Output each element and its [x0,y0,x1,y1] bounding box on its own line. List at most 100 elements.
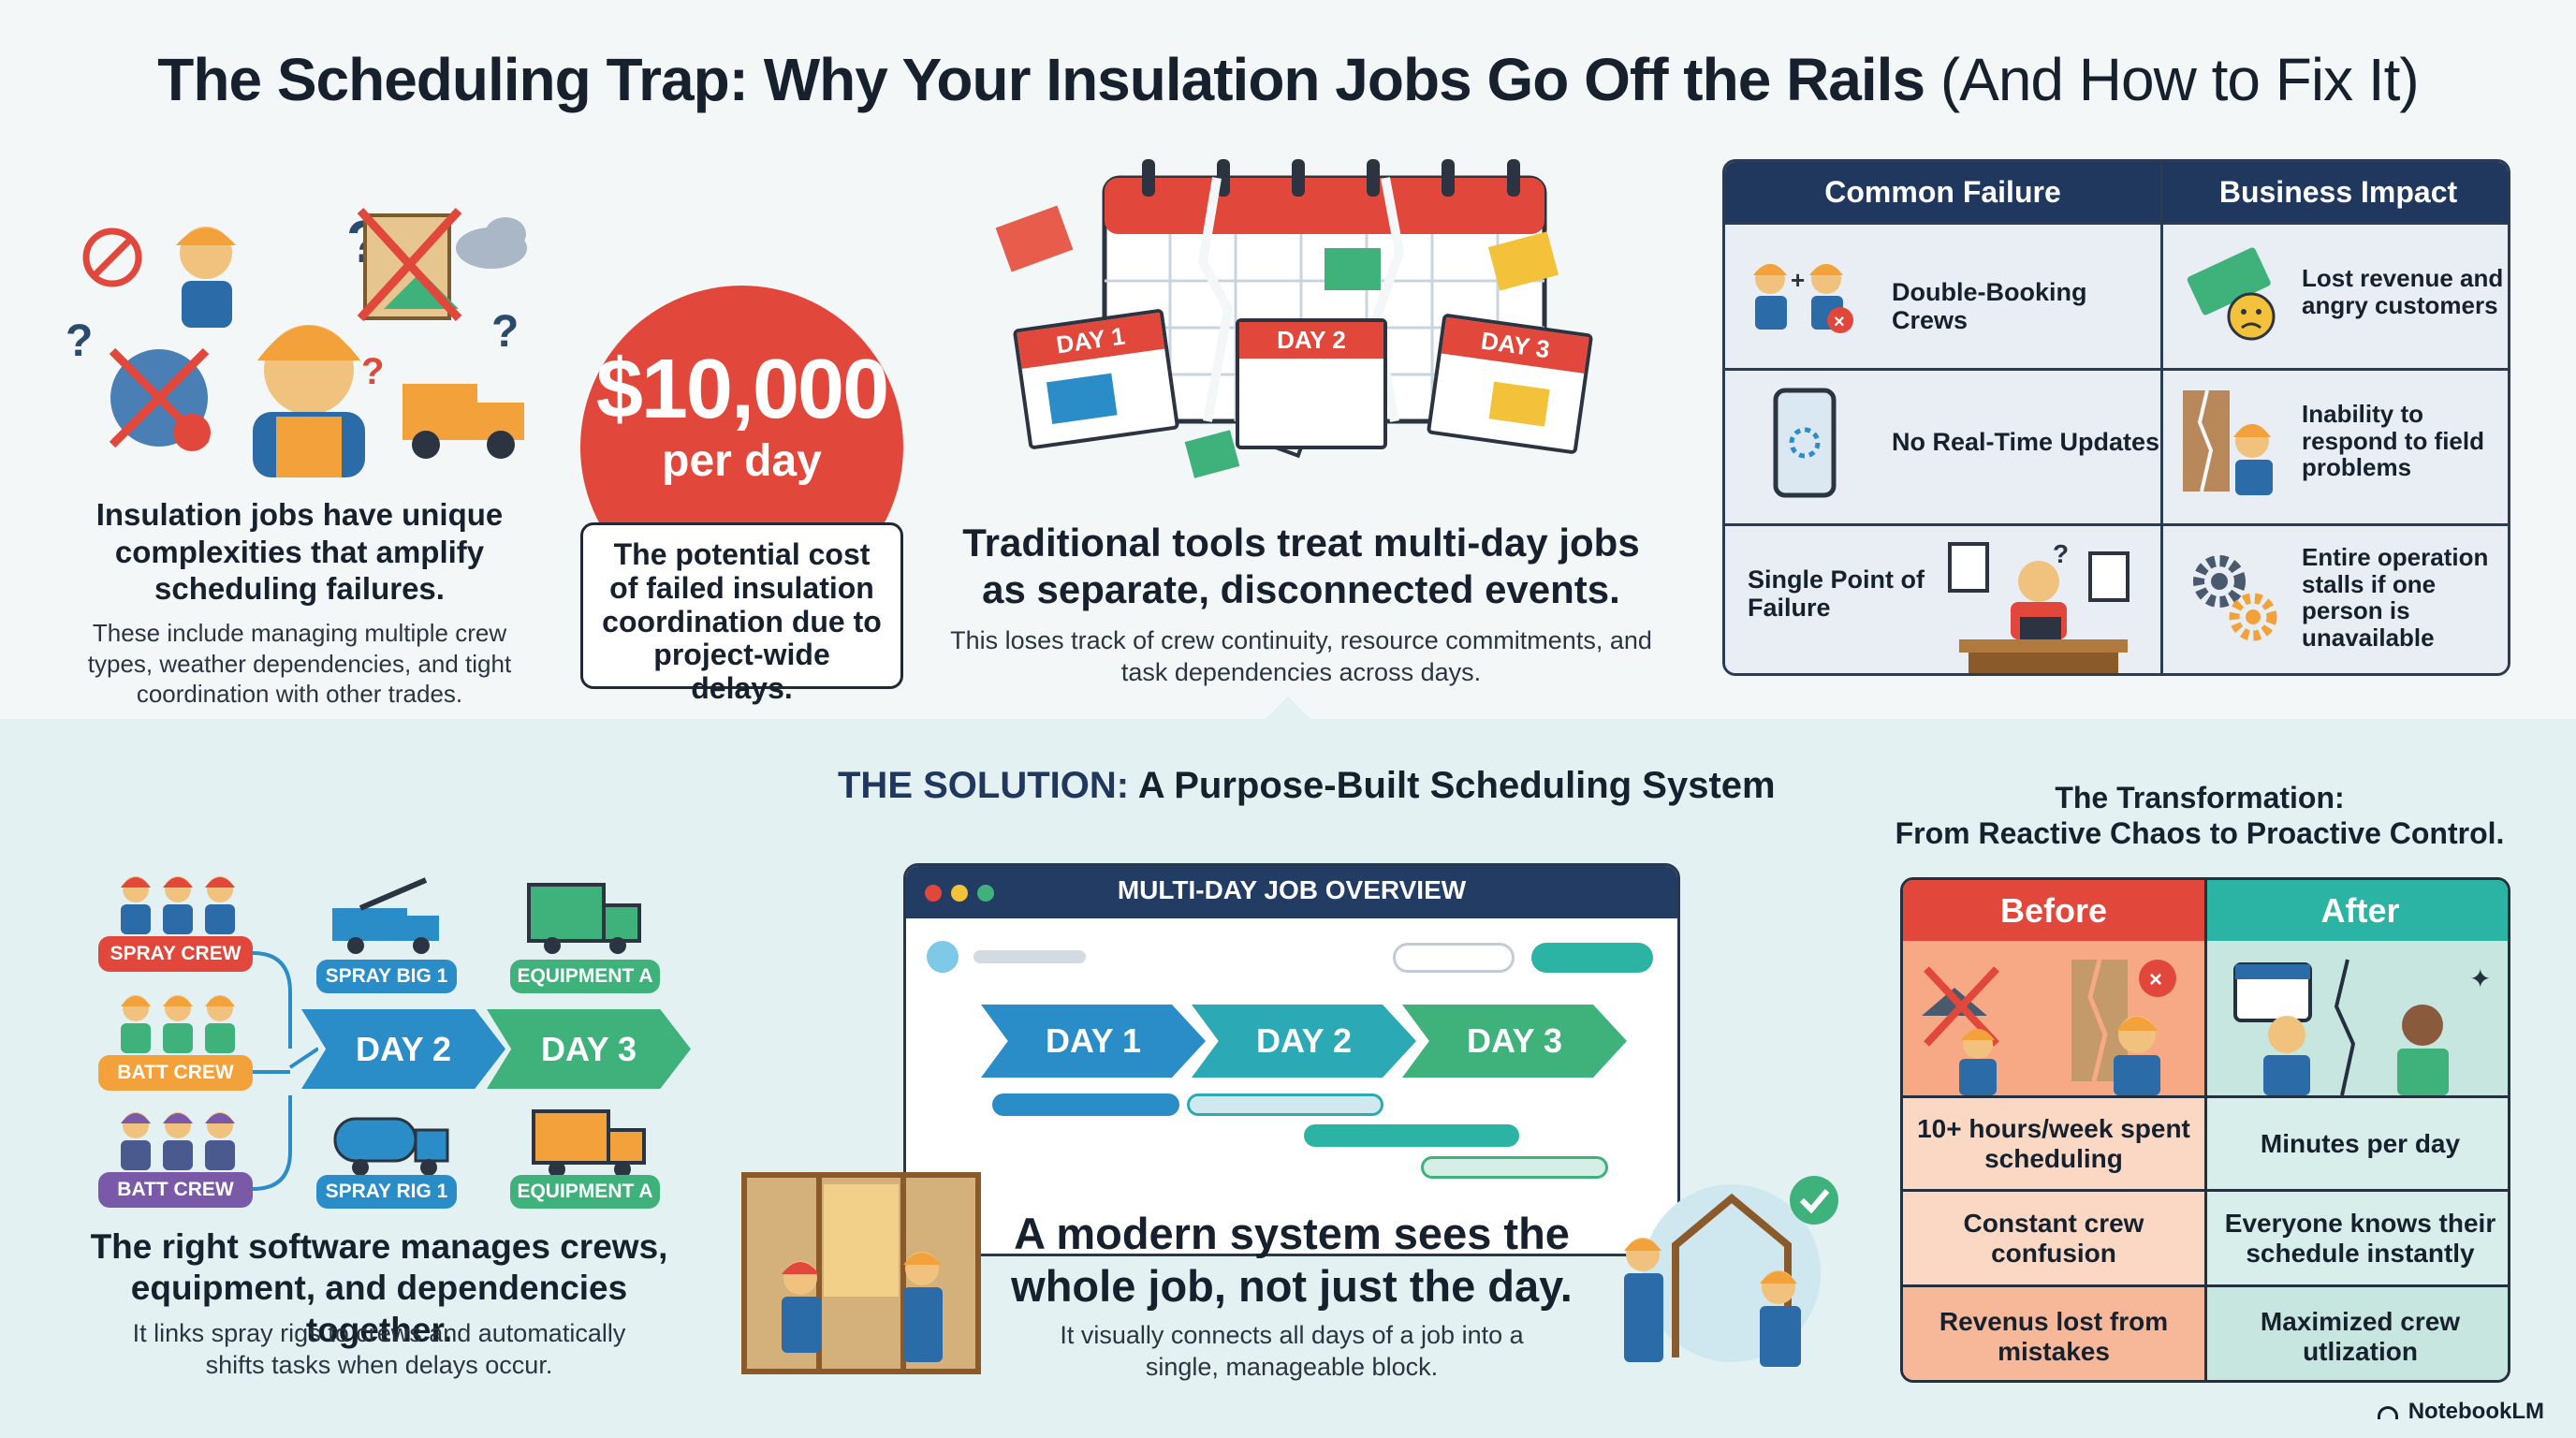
minimize-dot-icon[interactable] [951,885,968,902]
crew-badge-batt-2: BATT CREW [98,1172,253,1208]
tanker-truck-bottom-icon [328,1100,459,1184]
page-title: The Scheduling Trap: Why Your Insulation… [0,45,2576,114]
asset-badge-equipment-bottom: EQUIPMENT A [510,1175,660,1209]
svg-text:×: × [1834,312,1845,332]
failure-cell-1 [1725,222,2163,368]
credit: NotebookLM [2378,1399,2544,1425]
toolbar-button-outline[interactable] [1393,943,1515,973]
complexity-body: These include managing multiple crew typ… [87,619,512,708]
cost-caption: The potential cost of failed insulation … [580,522,903,705]
toolbar-button-primary[interactable] [1531,943,1653,973]
solution-heading-rest: A Purpose-Built Scheduling System [1137,765,1776,806]
before-cell-1: 10+ hours/week spent scheduling [1903,1095,2207,1189]
before-chaos-illustration: × [1903,941,2207,1095]
multi-day-job-window: MULTI-DAY JOB OVERVIEW DAY 1 DAY 2 DAY 3 [903,863,1680,1256]
window-chevron-day-3: DAY 3 [1402,1005,1627,1078]
impact-label-1: Lost revenue and angry customers [2302,264,2504,319]
cost-amount: $10,000 [595,343,889,436]
traditional-heading: Traditional tools treat multi-day jobs a… [962,521,1640,612]
solution-heading: THE SOLUTION: A Purpose-Built Scheduling… [838,765,1776,807]
crew-badge-batt-1: BATT CREW [98,1055,253,1091]
happy-workers-illustration [1591,1170,1844,1390]
title-bold: The Scheduling Trap: Why Your Insulation… [157,46,1925,113]
complexity-heading: Insulation jobs have unique complexities… [95,497,504,607]
impact-label-2: Inability to respond to field problems [2302,400,2484,482]
maximize-dot-icon[interactable] [977,885,994,902]
svg-text:?: ? [66,316,93,366]
transformation-title-line1: The Transformation: [2055,781,2345,814]
after-cell-2: Everyone knows their schedule instantly [2207,1189,2508,1284]
transformation-title: The Transformation: From Reactive Chaos … [1825,780,2574,852]
svg-text:?: ? [491,307,519,357]
before-cell-2: Constant crew confusion [1903,1189,2207,1284]
asset-badge-spray-bottom: SPRAY RIG 1 [316,1175,457,1209]
calendar-day-1-block [1046,373,1118,424]
gantt-bar-2 [1187,1093,1383,1116]
svg-text:✦: ✦ [2469,963,2491,994]
calendar-day-1: DAY 1 [1012,308,1180,450]
after-cell-3: Maximized crew utlization [2207,1284,2508,1380]
window-chevron-day-2: DAY 2 [1192,1005,1416,1078]
spray-truck-top-icon [323,871,454,960]
svg-text:×: × [2149,967,2162,992]
equipment-truck-bottom-icon [524,1100,655,1184]
asset-badge-spray-top: SPRAY BIG 1 [316,960,457,993]
toolbar-avatar-icon [927,941,959,973]
crew-group-batt-1 [108,988,248,1058]
software-chevron-day-2: DAY 2 [301,1009,505,1089]
phone-loading-icon [1772,387,1837,504]
asset-badge-equipment-top: EQUIPMENT A [510,960,660,993]
before-header: Before [1903,880,2207,941]
money-sad-icon [2184,242,2287,349]
after-control-illustration: ✦ [2207,941,2508,1096]
toolbar-placeholder-bar [973,950,1086,963]
software-chevron-day-3: DAY 3 [487,1009,691,1089]
col-header-common-failure: Common Failure [1725,162,2163,222]
calendar-day-3: DAY 3 [1426,313,1594,455]
overwhelmed-desk-worker-icon: ? [1940,535,2137,673]
gantt-bar-4 [1421,1156,1608,1179]
gears-icon [2184,546,2287,653]
crew-badge-spray: SPRAY CREW [98,936,253,972]
failure-label-2: No Real-Time Updates [1892,428,2160,456]
before-cell-3: Revenus lost from mistakes [1903,1284,2207,1380]
cracked-wall-worker-icon [2179,385,2282,502]
transformation-title-line2: From Reactive Chaos to Proactive Control… [1895,816,2505,851]
gantt-bar-1 [992,1093,1179,1116]
gantt-bar-3 [1304,1124,1519,1147]
failure-label-3: Single Point of Failure [1748,565,1925,622]
col-header-business-impact: Business Impact [2163,162,2508,222]
solution-heading-accent: THE SOLUTION: [838,765,1130,806]
window-chevron-day-1: DAY 1 [981,1005,1206,1078]
window-title: MULTI-DAY JOB OVERVIEW [1117,875,1467,904]
modern-body: It visually connects all days of a job i… [1060,1321,1524,1381]
calendar-day-2: DAY 2 [1236,318,1387,449]
cost-unit: per day [662,436,822,486]
notebooklm-logo-icon [2378,1405,2399,1419]
failure-impact-table: Common Failure Business Impact + × Doubl… [1722,159,2510,676]
calendar-day-2-label: DAY 2 [1239,322,1383,359]
after-cell-1: Minutes per day [2207,1095,2508,1189]
svg-text:+: + [1791,266,1805,294]
svg-text:?: ? [2053,539,2069,568]
crew-connector-lines [252,880,320,1203]
impact-label-3: Entire operation stalls if one person is… [2302,543,2489,652]
insulation-workers-illustration [735,1166,988,1386]
calendar-day-3-block [1488,381,1550,427]
software-heading: The right software manages crews, equipm… [90,1227,668,1349]
close-dot-icon[interactable] [925,885,942,902]
double-booking-workers-icon: + × [1744,251,1856,340]
after-header: After [2207,880,2508,941]
complexity-illustration: ? ? ? ? [66,197,552,477]
modern-heading: A modern system sees the whole job, not … [1011,1209,1573,1312]
before-after-table: Before After × ✦ 10+ hours/week [1900,877,2510,1383]
equipment-truck-top-icon [520,875,651,960]
credit-label: NotebookLM [2408,1399,2544,1424]
svg-text:?: ? [361,351,384,392]
title-light: (And How to Fix It) [1939,46,2420,113]
crew-group-batt-2 [108,1105,248,1175]
crew-group-spray [108,869,248,939]
software-body: It links spray rigs to crews and automat… [132,1319,626,1379]
traditional-body: This loses track of crew continuity, res… [950,626,1652,686]
window-titlebar [906,866,1677,918]
